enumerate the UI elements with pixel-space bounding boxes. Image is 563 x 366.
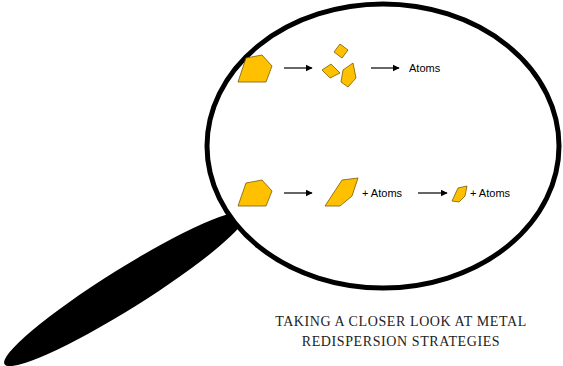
magnifier-handle <box>0 197 256 366</box>
arrow <box>284 192 312 193</box>
arrow <box>371 67 399 68</box>
nanoparticle <box>238 55 272 82</box>
shrunken-particle <box>325 178 358 206</box>
arrow <box>284 67 312 68</box>
fragment <box>322 64 340 78</box>
small-particle <box>452 186 467 202</box>
magnifier-lens <box>207 4 559 288</box>
arrow <box>418 192 447 193</box>
fragment <box>334 44 348 58</box>
atoms-label: + Atoms <box>362 186 402 200</box>
atoms-label: Atoms <box>409 61 440 75</box>
caption: TAKING A CLOSER LOOK AT METAL REDISPERSI… <box>245 312 557 352</box>
nanoparticle <box>238 180 272 206</box>
atoms-label: + Atoms <box>470 186 510 200</box>
fragment <box>341 63 356 87</box>
